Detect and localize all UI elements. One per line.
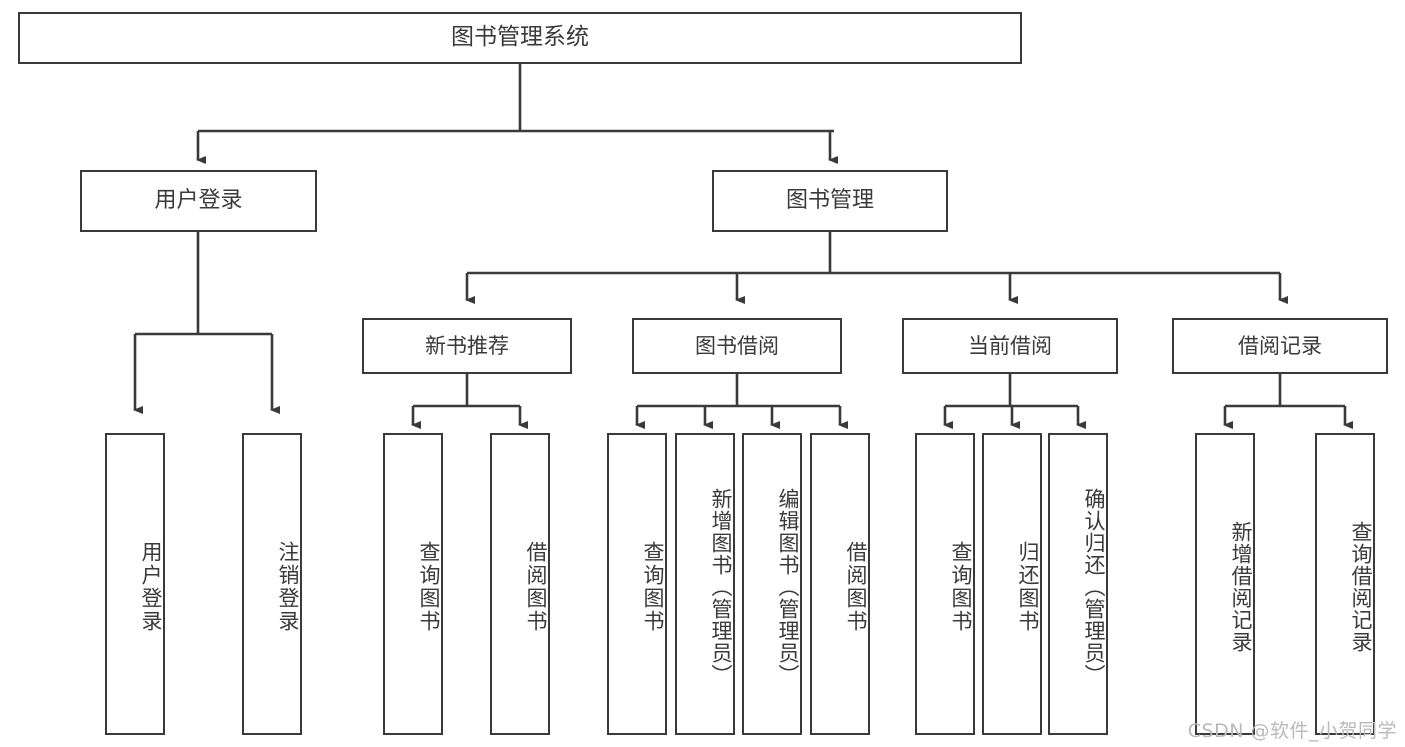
node-label: 借阅图书	[844, 541, 868, 633]
csdn-watermark: CSDN @软件_小贺同学	[1187, 720, 1397, 742]
node-label: 新书推荐	[425, 333, 509, 358]
leaf-query-book-recommend[interactable]: 查询图书	[383, 433, 443, 735]
node-root-book-management-system[interactable]: 图书管理系统	[18, 12, 1022, 64]
leaf-query-borrow-record[interactable]: 查询借阅记录	[1315, 433, 1375, 735]
leaf-edit-book[interactable]: 编辑图书（管理员）	[742, 433, 802, 735]
leaf-user-login[interactable]: 用户登录	[105, 433, 165, 735]
leaf-query-book-current[interactable]: 查询图书	[915, 433, 975, 735]
node-label: 查询图书	[417, 541, 441, 633]
leaf-borrow-book[interactable]: 借阅图书	[810, 433, 870, 735]
node-label: 查询图书	[641, 541, 665, 633]
node-user-login[interactable]: 用户登录	[80, 170, 317, 232]
node-label: 确认归还（管理员）	[1082, 488, 1106, 686]
node-label: 新增借阅记录	[1229, 521, 1253, 653]
node-label: 查询借阅记录	[1349, 521, 1373, 653]
node-current-borrow[interactable]: 当前借阅	[902, 318, 1118, 374]
leaf-return-book[interactable]: 归还图书	[982, 433, 1042, 735]
leaf-user-logout[interactable]: 注销登录	[242, 433, 302, 735]
node-label: 图书管理	[785, 188, 874, 214]
node-label: 图书借阅	[695, 333, 779, 358]
node-label: 用户登录	[154, 188, 243, 214]
node-label: 图书管理系统	[451, 24, 589, 51]
node-label: 借阅记录	[1238, 333, 1322, 358]
leaf-add-borrow-record[interactable]: 新增借阅记录	[1195, 433, 1255, 735]
leaf-confirm-return[interactable]: 确认归还（管理员）	[1048, 433, 1108, 735]
node-label: 当前借阅	[968, 333, 1052, 358]
node-label: 新增图书（管理员）	[709, 488, 733, 686]
node-label: 用户登录	[139, 541, 163, 633]
node-book-borrow[interactable]: 图书借阅	[632, 318, 842, 374]
leaf-add-book[interactable]: 新增图书（管理员）	[675, 433, 735, 735]
node-book-management[interactable]: 图书管理	[712, 170, 948, 232]
node-label: 查询图书	[949, 541, 973, 633]
node-new-book-recommend[interactable]: 新书推荐	[362, 318, 572, 374]
node-label: 编辑图书（管理员）	[776, 488, 800, 686]
leaf-query-book-borrow[interactable]: 查询图书	[607, 433, 667, 735]
node-label: 借阅图书	[524, 541, 548, 633]
leaf-borrow-book-recommend[interactable]: 借阅图书	[490, 433, 550, 735]
node-borrow-record[interactable]: 借阅记录	[1172, 318, 1388, 374]
node-label: 归还图书	[1016, 541, 1040, 633]
node-label: 注销登录	[276, 541, 300, 633]
